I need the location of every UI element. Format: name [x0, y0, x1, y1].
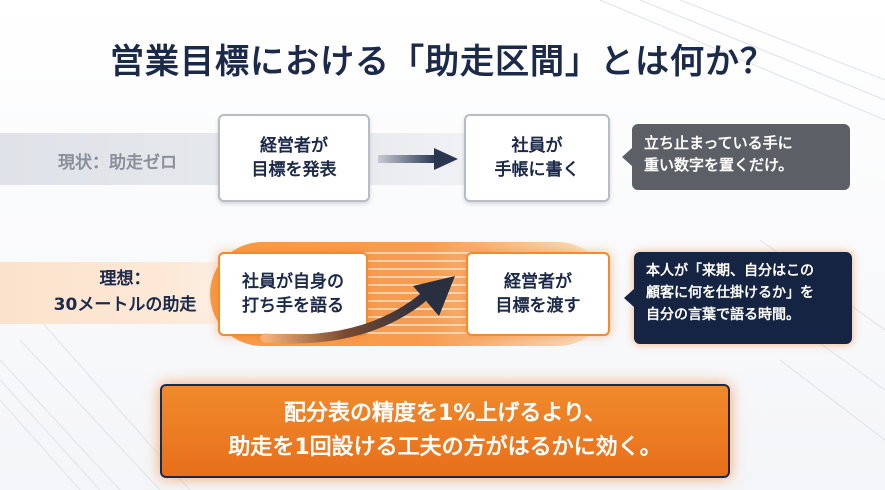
conclusion-banner: 配分表の精度を1%上げるより、 助走を1回設ける工夫の方がはるかに効く。 [160, 384, 730, 478]
ideal-step2-box: 経営者が 目標を渡す [466, 252, 610, 336]
right-arrow-icon [378, 148, 458, 170]
current-step1-line1: 経営者が [260, 136, 328, 156]
ideal-callout-line2: 顧客に何を仕掛けるか」を [646, 285, 814, 301]
callout-tail [624, 289, 634, 307]
current-step1-line2: 目標を発表 [251, 160, 337, 180]
ideal-step1-line1: 社員が自身の [242, 272, 344, 292]
current-step1-box: 経営者が 目標を発表 [218, 114, 370, 202]
ideal-callout: 本人が「来期、自分はこの 顧客に何を仕掛けるか」を 自分の言葉で語る時間。 [624, 252, 852, 344]
current-step2-box: 社員が 手帳に書く [464, 114, 610, 202]
ideal-label-line2: 30メートルの助走 [53, 295, 197, 315]
ideal-callout-line3: 自分の言葉で語る時間。 [646, 307, 800, 323]
ideal-state-band [0, 262, 220, 324]
ideal-label-line1: 理想： [99, 269, 151, 289]
curved-arrow-icon [260, 276, 455, 344]
current-callout: 立ち止まっている手に 重い数字を置くだけ。 [622, 124, 850, 190]
ideal-step2-line2: 目標を渡す [495, 296, 581, 316]
current-state-label: 現状：助走ゼロ [58, 153, 177, 173]
current-callout-line1: 立ち止まっている手に [644, 134, 793, 152]
ideal-state-label: 理想： 30メートルの助走 [40, 266, 210, 318]
callout-tail [622, 148, 632, 166]
ideal-step1-box: 社員が自身の 打ち手を語る [218, 252, 368, 336]
ideal-step1-line2: 打ち手を語る [242, 296, 344, 316]
page-title: 営業目標における「助走区間」とは何か？ [110, 42, 775, 82]
banner-line2: 助走を1回設ける工夫の方がはるかに効く。 [228, 435, 662, 460]
banner-line1: 配分表の精度を1%上げるより、 [283, 401, 607, 426]
ideal-callout-line1: 本人が「来期、自分はこの [646, 263, 814, 279]
ideal-step2-line1: 経営者が [504, 272, 572, 292]
current-callout-line2: 重い数字を置くだけ。 [644, 156, 794, 174]
current-step2-line2: 手帳に書く [494, 160, 580, 180]
current-step2-line1: 社員が [511, 136, 563, 156]
